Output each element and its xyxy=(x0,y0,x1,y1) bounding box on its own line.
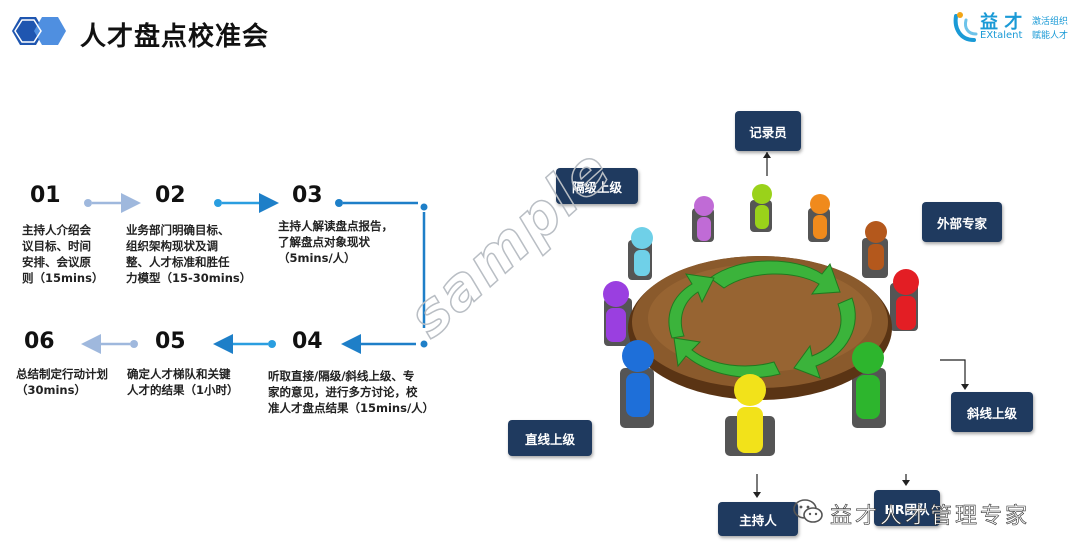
round-table-meeting-illustration xyxy=(590,178,940,474)
role-external-expert-label: 外部专家 xyxy=(922,202,1002,242)
role-host-label: 主持人 xyxy=(718,502,798,536)
role-skip-level-label: 隔级上级 xyxy=(556,168,638,204)
brand-logo: 益 才 EXtalent 激活组织 赋能人才 xyxy=(950,6,1075,48)
step-05-description: 确定人才梯队和关键人才的结果（1小时） xyxy=(127,367,239,397)
role-recorder-label: 记录员 xyxy=(735,111,801,151)
logo-slogan-2: 赋能人才 xyxy=(1032,31,1069,41)
step-02-number: 02 xyxy=(155,183,186,208)
hexagon-logo-icon xyxy=(12,17,66,45)
brand-mark-icon xyxy=(953,12,978,42)
header: 人才盘点校准会 益 才 EXtalent 激活组织 赋能人才 xyxy=(0,0,1080,62)
step-02-description: 业务部门明确目标、组织架构现状及调 整、人才标准和胜任力模型（15-30mins… xyxy=(126,223,252,285)
wechat-account-badge: 益才人才管理专家 xyxy=(792,496,1062,529)
step-06-description: 总结制定行动计划（30mins） xyxy=(16,367,108,397)
logo-slogan-1: 激活组织 xyxy=(1032,17,1069,27)
step-03-number: 03 xyxy=(292,183,323,208)
arrow-02-03 xyxy=(214,193,279,213)
page-title: 人才盘点校准会 xyxy=(80,22,270,52)
arrow-04-05 xyxy=(213,334,276,354)
wechat-account-name: 益才人才管理专家 xyxy=(830,504,1031,530)
role-hr-team-label: HR团队 xyxy=(874,490,940,526)
step-06-number: 06 xyxy=(24,329,55,354)
step-01-number: 01 xyxy=(30,183,61,208)
logo-name-en: EXtalent xyxy=(980,30,1023,41)
arrow-05-06 xyxy=(81,334,138,354)
step-04-description: 听取直接/隔级/斜线上级、专家的意见，进行多方讨论，校 准人才盘点结果（15mi… xyxy=(268,369,435,415)
step-04-number: 04 xyxy=(292,329,323,354)
role-dotted-line-label: 斜线上级 xyxy=(951,392,1033,432)
role-direct-superior-label: 直线上级 xyxy=(508,420,592,456)
step-03-description: 主持人解读盘点报告，了解盘点对象现状 （5mins/人） xyxy=(278,219,393,265)
arrow-03-04 xyxy=(335,199,428,348)
step-05-number: 05 xyxy=(155,329,186,354)
wechat-icon xyxy=(793,499,823,523)
arrow-01-02 xyxy=(84,193,141,213)
participant-figures xyxy=(603,184,919,453)
logo-name-cn: 益 才 xyxy=(980,12,1023,33)
step-01-description: 主持人介绍会议目标、时间 安排、会议原则（15mins） xyxy=(22,223,104,285)
